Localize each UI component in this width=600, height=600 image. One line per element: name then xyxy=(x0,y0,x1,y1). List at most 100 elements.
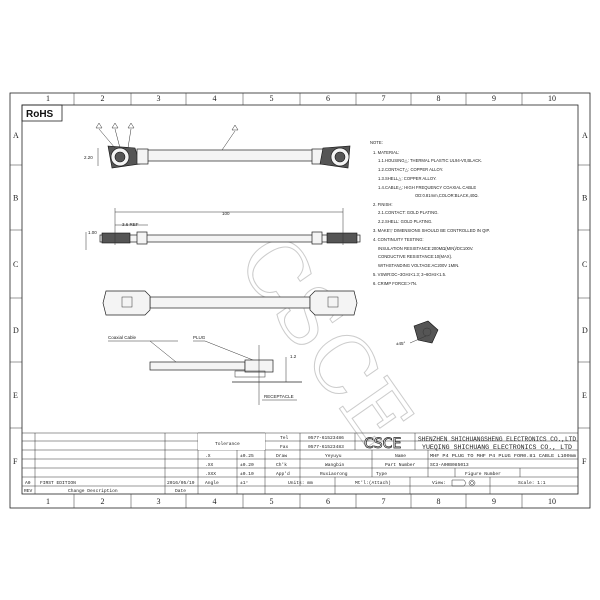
company-name-1: SHENZHEN SHICHUANGSHENG ELECTRONICS CO.,… xyxy=(418,436,576,443)
dim-angle: ±45° xyxy=(396,341,405,346)
dim-offset: 1.00 xyxy=(88,230,97,235)
row-marker: C xyxy=(582,260,587,269)
note-line: WITHSTANDING VOLTAGE:AC200V 1MIN. xyxy=(378,263,459,268)
rev-description: FIRST EDITION xyxy=(40,480,76,486)
plug-left xyxy=(101,232,131,244)
column-marker: 2 xyxy=(101,497,105,506)
cable-body xyxy=(99,234,361,243)
note-line: INSULATION RESISTANCE:200MΩ(MIN)/DC100V. xyxy=(378,246,473,251)
row-marker: A xyxy=(13,131,19,140)
contact-left xyxy=(114,151,126,163)
approved-value: Ruxiaorong xyxy=(320,471,348,477)
row-marker: F xyxy=(13,457,18,466)
company-name-2: YUEQING SHICHUANG ELECTRONICS CO., LTD xyxy=(422,444,572,451)
latch-window-right xyxy=(327,296,339,308)
note-line: 1.2.CONTACT△: COPPER ALLOY. xyxy=(378,167,443,172)
view-label: View: xyxy=(432,480,446,486)
approved-label: App'd xyxy=(276,471,290,477)
projection-symbol-icon xyxy=(451,479,476,487)
tol-xxx-key: .XXX xyxy=(205,471,216,477)
leader-line xyxy=(204,340,259,363)
draw-value: Yeyuyu xyxy=(325,453,342,459)
crimp-right xyxy=(311,231,323,245)
column-marker: 9 xyxy=(492,94,496,103)
part-label: Part Number xyxy=(385,462,416,468)
cable-section xyxy=(149,361,246,371)
name-label: Name xyxy=(395,453,406,459)
tol-xx-value: ±0.20 xyxy=(240,462,254,468)
material-value: Mt'l:(Attach) xyxy=(355,480,391,486)
cable-top-view: 2.20 xyxy=(84,122,351,169)
tol-x-value: ±0.25 xyxy=(240,453,254,459)
column-marker: 1 xyxy=(46,497,50,506)
check-label: Ch'k xyxy=(276,462,287,468)
column-marker: 6 xyxy=(326,94,330,103)
column-marker: 5 xyxy=(270,94,274,103)
row-marker: D xyxy=(13,326,19,335)
column-marker: 3 xyxy=(157,497,161,506)
note-line: 1. MATERIAL: xyxy=(373,150,399,155)
row-marker: E xyxy=(13,391,18,400)
row-marker: B xyxy=(13,194,18,203)
dim-height: 2.20 xyxy=(84,155,93,160)
column-marker: 4 xyxy=(213,94,217,103)
rev-date: 2016/05/19 xyxy=(167,480,195,486)
row-marker: F xyxy=(582,457,587,466)
title-block-grid xyxy=(22,432,578,494)
row-marker: C xyxy=(13,260,18,269)
rohs-label: RoHS xyxy=(26,109,54,120)
mated-section-view: Coaxial Cable PLUG 1.2 RECEPTACLE xyxy=(108,335,302,405)
figure-number-label: Figure Number xyxy=(465,471,501,477)
column-marker: 8 xyxy=(437,94,441,103)
connector-right xyxy=(309,290,358,316)
connector-left xyxy=(102,290,151,316)
row-marker: D xyxy=(582,326,588,335)
dim-ref: 3.6 REF xyxy=(122,222,139,227)
draw-label: Draw xyxy=(276,453,287,459)
callout-receptacle: RECEPTACLE xyxy=(264,394,294,399)
column-marker: 9 xyxy=(492,497,496,506)
note-line: CONDUCTIVE RESISTANCE:10(MAX). xyxy=(378,254,452,259)
connector-iso-port xyxy=(422,327,432,337)
callout-coaxial-cable: Coaxial Cable xyxy=(108,335,137,340)
note-line: 1.4.CABLE△: HIGH FREQUENCY COAXIAL CABLE xyxy=(378,185,476,190)
leader-line xyxy=(149,340,177,363)
tol-angle-value: ±1° xyxy=(240,480,249,486)
note-line: 2.2.SHELL: GOLD PLATING. xyxy=(378,219,432,224)
cable-bottom-view xyxy=(102,290,358,316)
contact-right xyxy=(334,151,346,163)
tol-x-key: .X xyxy=(205,453,211,459)
cable-side-view: 100 3.6 REF 1.00 xyxy=(85,208,361,250)
note-line: 2.1.CONTACT: GOLD PLATING. xyxy=(378,210,439,215)
row-marker: A xyxy=(582,131,588,140)
notes-block: NOTE:1. MATERIAL:1.1.HOUSING△: THERMAL P… xyxy=(370,140,490,286)
material-callout-triangles xyxy=(95,122,239,151)
note-line: 5. VSWR:DC~3GHz<1.3; 3~6GHz<1.5. xyxy=(373,272,446,277)
connector-iso xyxy=(413,320,439,344)
tol-xx-key: .XX xyxy=(205,462,214,468)
column-marker: 6 xyxy=(326,497,330,506)
rohs-badge xyxy=(21,104,63,122)
column-marker: 5 xyxy=(270,497,274,506)
rev-header: REV xyxy=(24,488,33,494)
dim-mated-height: 1.2 xyxy=(290,354,297,359)
tol-angle-key: Angle xyxy=(205,480,219,486)
tolerance-header-cell xyxy=(198,433,265,450)
column-marker: 10 xyxy=(548,497,556,506)
column-marker: 7 xyxy=(382,94,386,103)
note-line: 4. CONTINUITY TESTING: xyxy=(373,237,424,242)
date-header: Date xyxy=(175,488,186,494)
note-line: 2. FINISH: xyxy=(373,202,393,207)
row-marker: B xyxy=(582,194,587,203)
isometric-view: ±45° xyxy=(396,320,439,346)
row-marker: E xyxy=(582,391,587,400)
column-marker: 2 xyxy=(101,94,105,103)
crimp-left xyxy=(136,148,149,165)
column-marker: 10 xyxy=(548,94,556,103)
note-line: 6. CRIMP FORCE:>7N. xyxy=(373,281,417,286)
note-line: OD:0.81mm,COLOR:BLACK,40Ω. xyxy=(415,193,479,198)
dim-length: 100 xyxy=(222,211,230,216)
callout-plug: PLUG xyxy=(193,335,206,340)
